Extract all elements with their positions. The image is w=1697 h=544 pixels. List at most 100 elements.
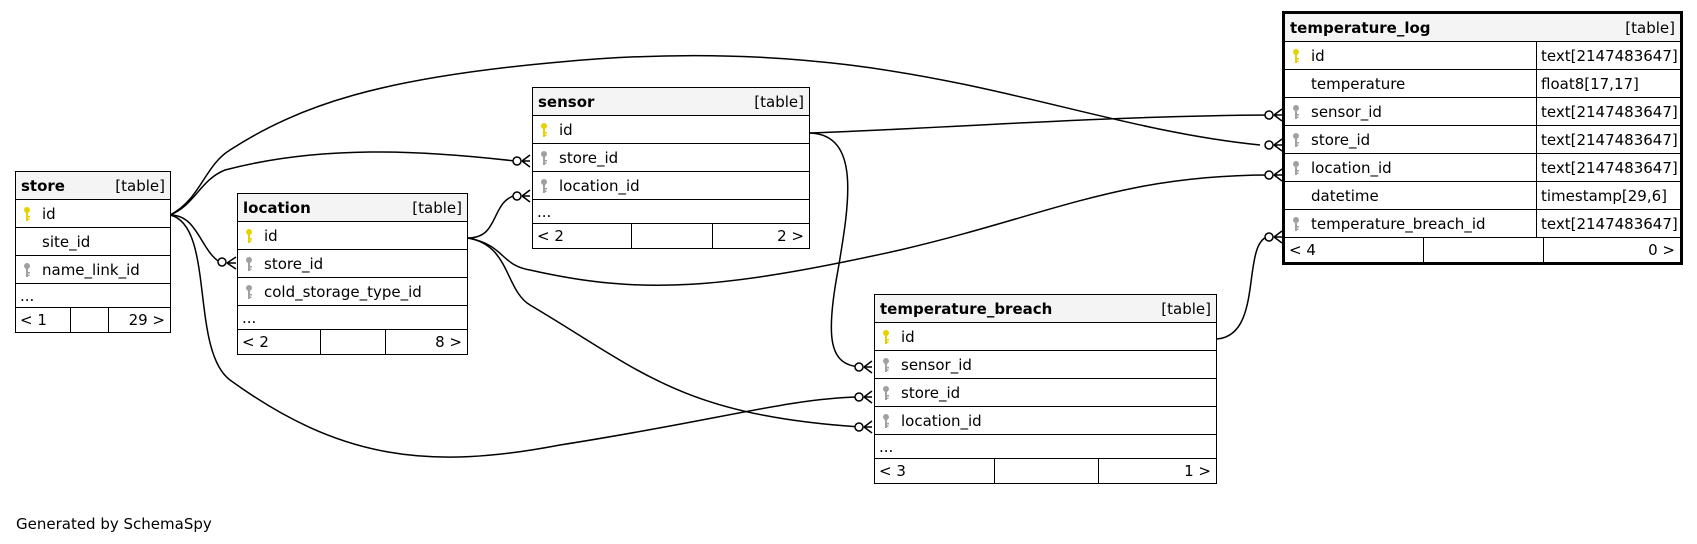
column-row[interactable]: temperature float8[17,17] (1285, 70, 1680, 98)
key-slot (238, 284, 260, 300)
table-store[interactable]: store [table] id site_id name_link_id ..… (15, 171, 171, 333)
column-name: id (1311, 46, 1325, 65)
edge-end-marker (217, 257, 227, 267)
edge-end-marker (854, 422, 864, 432)
column-name: cold_storage_type_id (264, 282, 422, 301)
crow-foot-marker (226, 256, 237, 270)
column-row[interactable]: id (875, 323, 1216, 351)
column-row[interactable]: id (16, 200, 170, 228)
table-temperature-log[interactable]: temperature_log [table] id text[21474836… (1282, 11, 1683, 265)
key-slot (1285, 132, 1307, 148)
fk-key-icon (883, 357, 889, 372)
column-name: site_id (42, 232, 91, 251)
table-header: temperature_breach [table] (875, 295, 1216, 323)
edge-end-marker (854, 362, 864, 372)
children-count[interactable]: 1 > (1184, 462, 1211, 480)
edge-end-marker (854, 392, 864, 402)
edge-sensor-to-temperature-breach (809, 132, 861, 368)
table-kind: [table] (412, 198, 462, 217)
column-row[interactable]: location_id (875, 407, 1216, 435)
column-row[interactable]: datetime timestamp[29,6] (1285, 182, 1680, 210)
more-columns: ... (875, 435, 1216, 459)
key-slot (238, 228, 260, 244)
column-row[interactable]: store_id text[2147483647] (1285, 126, 1680, 154)
column-row[interactable]: sensor_id (875, 351, 1216, 379)
table-kind: [table] (1161, 299, 1211, 318)
column-row[interactable]: store_id (533, 144, 809, 172)
children-count[interactable]: 0 > (1648, 241, 1675, 259)
column-type: text[2147483647] (1536, 154, 1680, 181)
more-columns: ... (238, 306, 467, 330)
fk-key-icon (541, 150, 547, 165)
pk-key-icon (883, 329, 889, 344)
column-name: datetime (1311, 186, 1379, 205)
footer-spacer (632, 224, 713, 248)
fk-key-icon (1293, 160, 1299, 175)
edge-location-to-temperature-breach (467, 237, 861, 428)
column-row[interactable]: cold_storage_type_id (238, 278, 467, 306)
crow-foot-marker (521, 154, 531, 168)
table-temperature-breach[interactable]: temperature_breach [table] id sensor_id … (874, 294, 1217, 484)
column-row[interactable]: id text[2147483647] (1285, 42, 1680, 70)
column-row[interactable]: store_id (238, 250, 467, 278)
edge-location-to-sensor (467, 194, 517, 239)
children-count[interactable]: 2 > (777, 227, 804, 245)
column-name: location_id (1311, 158, 1392, 177)
fk-key-icon (24, 262, 30, 277)
children-count[interactable]: 29 > (128, 311, 165, 329)
key-slot (533, 150, 555, 166)
parents-count[interactable]: < 3 (875, 459, 995, 483)
table-kind: [table] (754, 92, 804, 111)
column-row[interactable]: id (238, 222, 467, 250)
generated-by-label: Generated by SchemaSpy (16, 515, 212, 533)
footer-spacer (71, 308, 109, 332)
column-row[interactable]: location_id text[2147483647] (1285, 154, 1680, 182)
edge-store-to-location (169, 214, 226, 266)
column-name: name_link_id (42, 260, 140, 279)
column-row[interactable]: sensor_id text[2147483647] (1285, 98, 1680, 126)
fk-key-icon (246, 256, 252, 271)
column-row[interactable]: site_id (16, 228, 170, 256)
fk-key-icon (883, 413, 889, 428)
table-sensor[interactable]: sensor [table] id store_id location_id .… (532, 87, 810, 249)
table-kind: [table] (1625, 18, 1675, 37)
table-name: store (21, 176, 65, 195)
column-row[interactable]: id (533, 116, 809, 144)
key-slot (1285, 104, 1307, 120)
crow-foot-marker (863, 420, 873, 434)
column-name: location_id (901, 411, 982, 430)
column-name: id (42, 204, 56, 223)
column-row[interactable]: location_id (533, 172, 809, 200)
fk-key-icon (883, 385, 889, 400)
parents-count[interactable]: < 2 (533, 224, 632, 248)
column-row[interactable]: store_id (875, 379, 1216, 407)
key-slot (1285, 48, 1307, 64)
crow-foot-marker (863, 360, 873, 374)
key-slot (1285, 216, 1307, 232)
parents-count[interactable]: < 2 (238, 330, 321, 354)
table-header: location [table] (238, 194, 467, 222)
column-type: text[2147483647] (1536, 98, 1680, 125)
key-slot (875, 413, 897, 429)
crow-foot-marker (1273, 168, 1283, 182)
table-name: temperature_log (1290, 18, 1431, 37)
table-header: sensor [table] (533, 88, 809, 116)
table-footer: < 1 29 > (16, 308, 170, 332)
column-name: store_id (559, 148, 619, 167)
children-count[interactable]: 8 > (435, 333, 462, 351)
table-name: location (243, 198, 311, 217)
table-footer: < 3 1 > (875, 459, 1216, 483)
edge-temperature-breach-to-temperature-log (1216, 235, 1271, 340)
fk-key-icon (1293, 132, 1299, 147)
column-row[interactable]: name_link_id (16, 256, 170, 284)
column-row[interactable]: temperature_breach_id text[2147483647] (1285, 210, 1680, 238)
column-type: text[2147483647] (1536, 210, 1680, 237)
more-columns: ... (16, 284, 170, 308)
parents-count[interactable]: < 1 (16, 308, 71, 332)
table-location[interactable]: location [table] id store_id cold_storag… (237, 193, 468, 355)
parents-count[interactable]: < 4 (1285, 238, 1424, 262)
crow-foot-marker (521, 189, 531, 203)
pk-key-icon (1293, 48, 1299, 63)
column-name: temperature (1311, 74, 1406, 93)
column-name: location_id (559, 176, 640, 195)
